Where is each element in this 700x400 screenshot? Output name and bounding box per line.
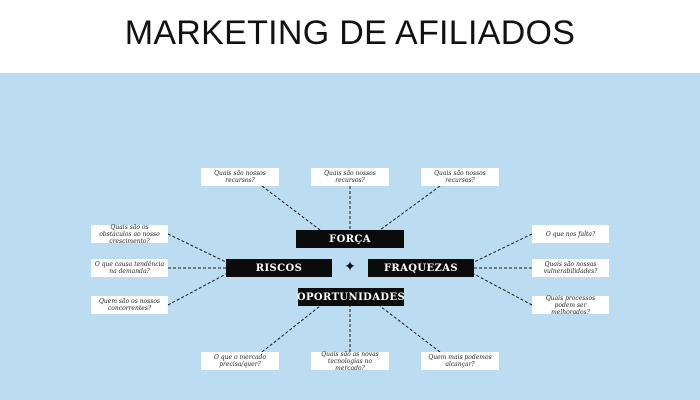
question-fraquezas-1: O que nos falta? — [532, 225, 609, 243]
question-forca-3: Quais são nossos recursos? — [421, 168, 499, 186]
question-oportunidades-3: Quem mais podemos alcançar? — [421, 352, 499, 370]
page-title: MARKETING DE AFILIADOS — [124, 14, 576, 52]
link-fraquezas-1 — [473, 233, 533, 263]
question-riscos-2: O que causa tendência na demanda? — [91, 259, 168, 277]
link-oportunidades-3 — [379, 305, 441, 353]
hub-fraquezas: FRAQUEZAS — [368, 259, 474, 277]
question-fraquezas-3: Quais processos podem ser melhorados? — [532, 295, 609, 316]
hub-oportunidades: OPORTUNIDADES — [297, 288, 405, 306]
question-oportunidades-1: O que o mercado precisa/quer? — [201, 352, 279, 370]
link-riscos-1 — [167, 233, 227, 263]
question-forca-1: Quais são nossos recursos? — [201, 168, 279, 186]
question-riscos-3: Quem são os nossos concorrentes? — [91, 296, 168, 314]
link-forca-3 — [379, 185, 441, 231]
link-forca-1 — [261, 185, 321, 231]
link-fraquezas-3 — [473, 273, 533, 306]
hub-riscos: RISCOS — [226, 259, 332, 277]
question-riscos-1: Quais são os obstáculos ao nosso crescim… — [91, 224, 168, 245]
four-point-star-icon: ✦ — [344, 259, 356, 275]
question-fraquezas-2: Quais são nossas vulnerabilidades? — [532, 259, 609, 277]
question-forca-2: Quais são nossos recursos? — [311, 168, 389, 186]
question-oportunidades-2: Quais são as novas tecnologias no mercad… — [311, 351, 389, 372]
link-riscos-3 — [167, 273, 227, 306]
link-oportunidades-1 — [261, 305, 321, 353]
hub-forca: FORÇA — [296, 230, 404, 248]
header-bar — [0, 0, 700, 73]
